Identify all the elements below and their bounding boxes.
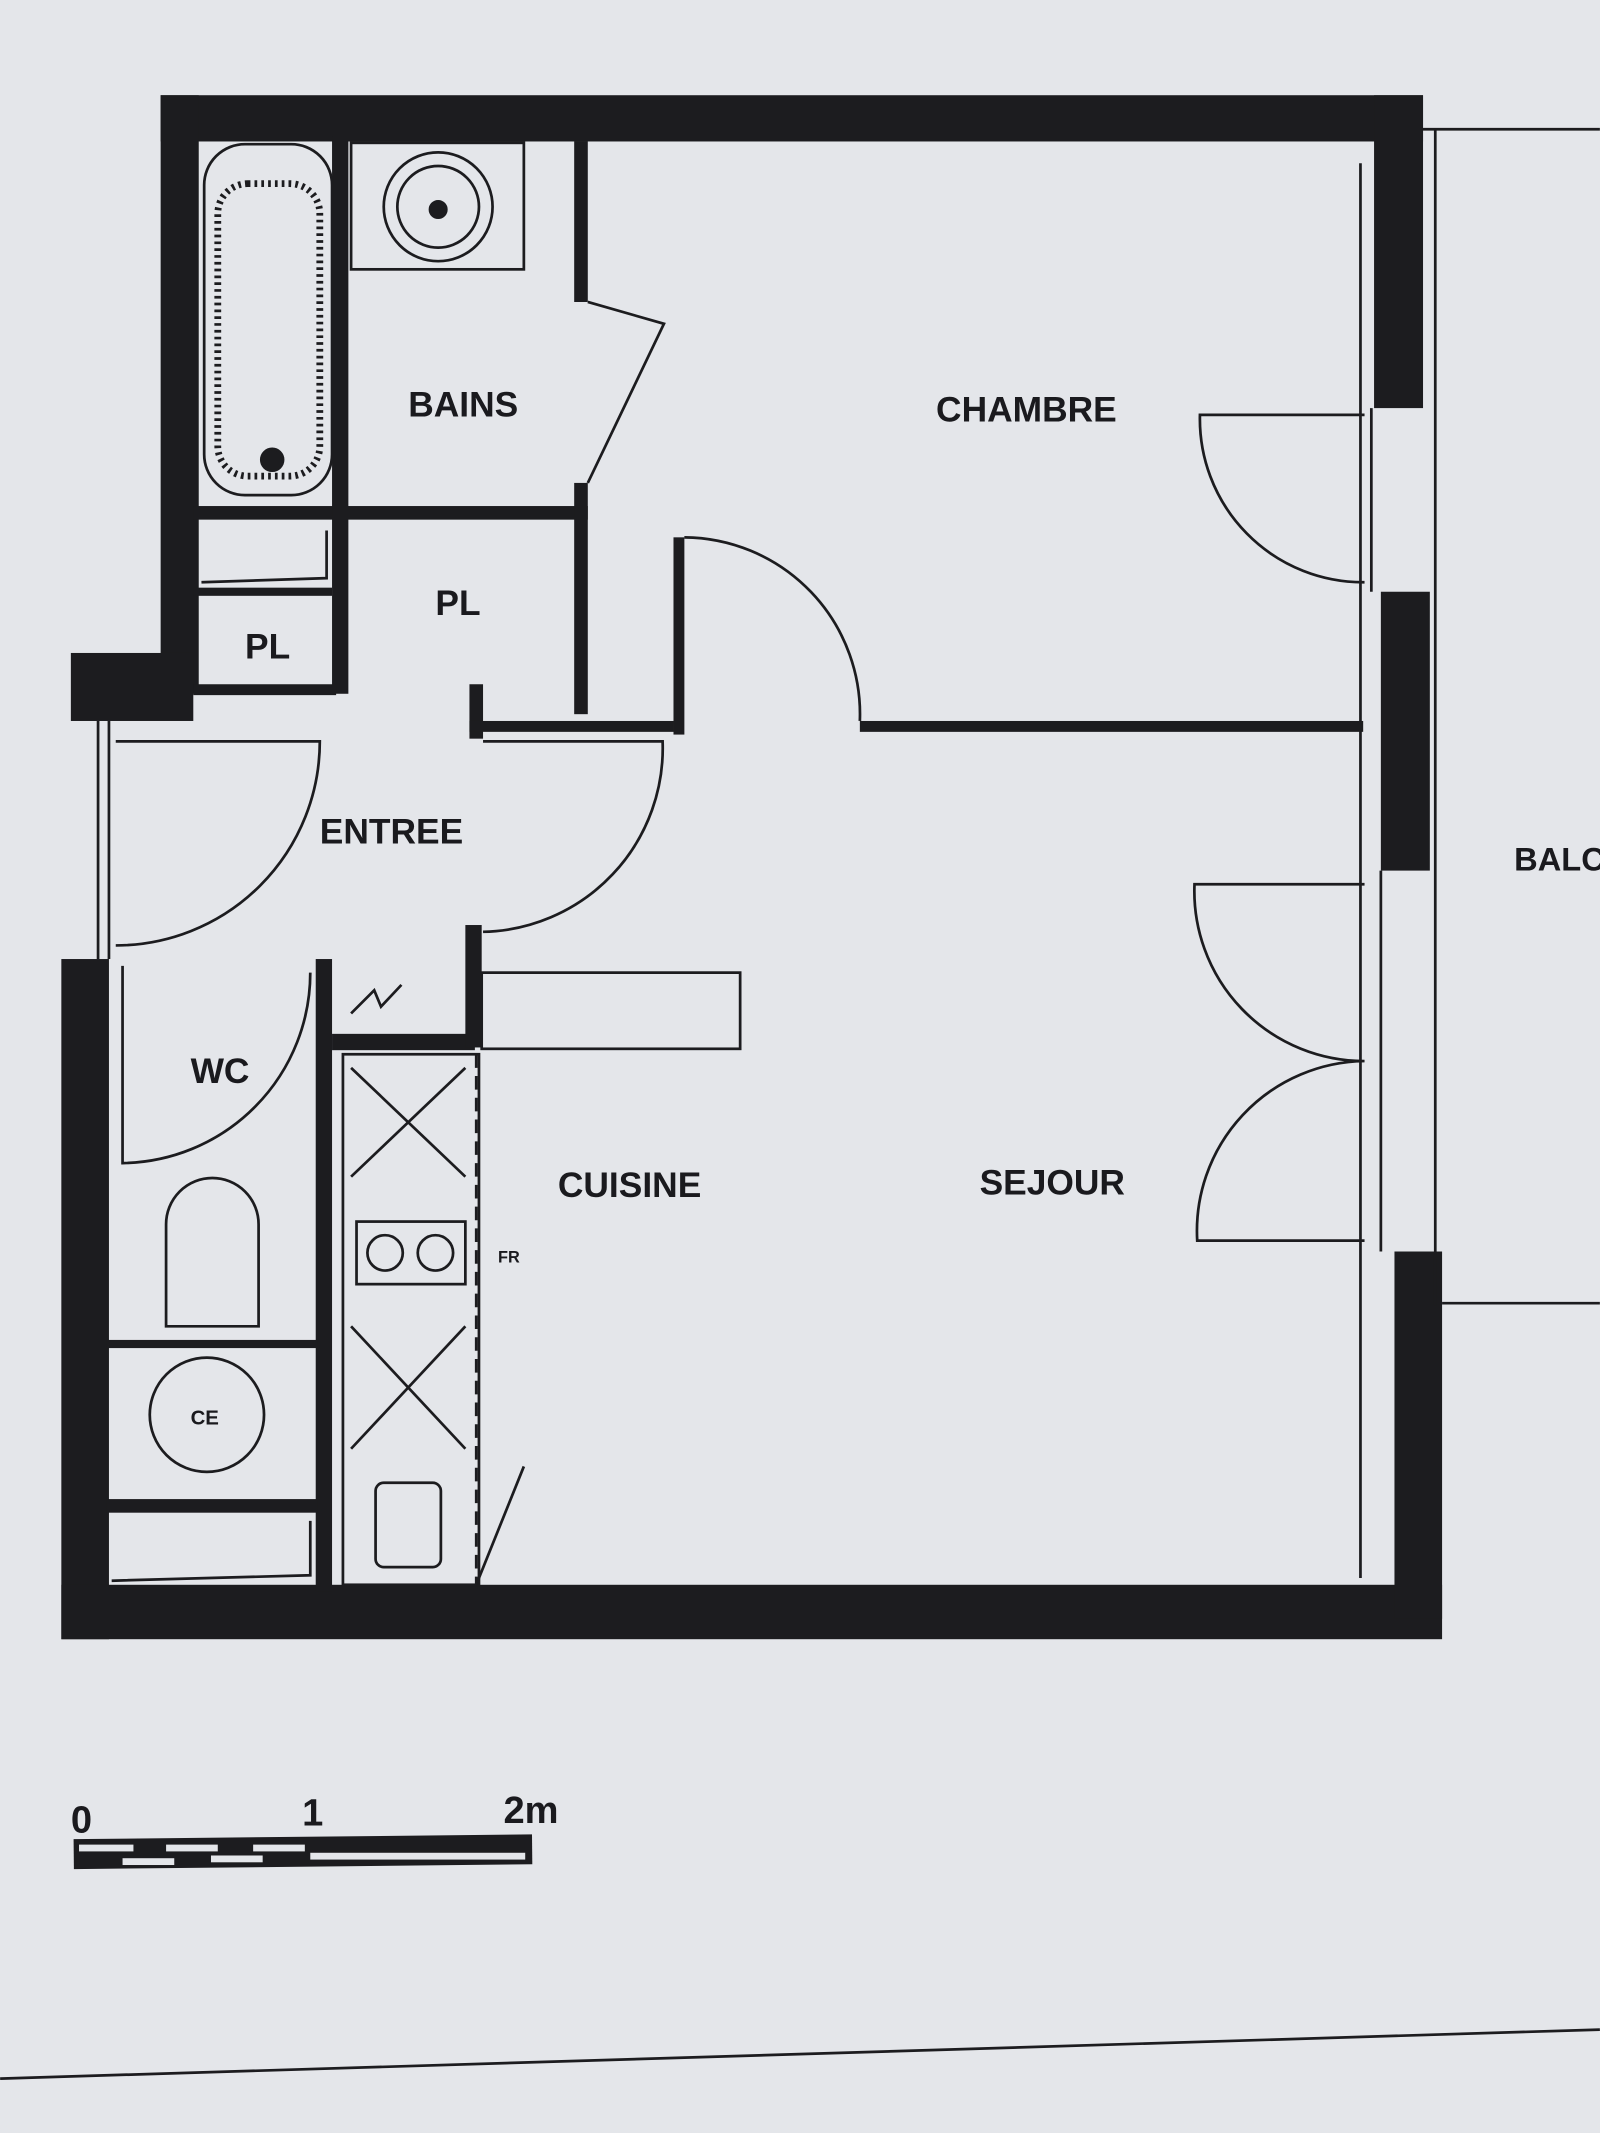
thin-lines xyxy=(96,127,1600,1587)
room-label-balcon: BALC xyxy=(1514,841,1600,878)
room-label-pl-upper: PL xyxy=(435,584,480,623)
room-label-chambre: CHAMBRE xyxy=(936,391,1117,430)
scale-bar: 0 1 2m xyxy=(71,1790,558,1870)
room-label-bains: BAINS xyxy=(408,385,518,424)
room-label-cuisine: CUISINE xyxy=(558,1166,701,1205)
room-label-wc: WC xyxy=(191,1052,250,1091)
scale-tick-1: 1 xyxy=(302,1793,323,1835)
scale-tick-2m: 2m xyxy=(503,1790,558,1832)
room-labels: BAINS CHAMBRE PL PL ENTREE WC CUISINE SE… xyxy=(191,385,1600,1429)
label-ce: CE xyxy=(191,1407,219,1429)
scale-tick-0: 0 xyxy=(71,1799,92,1841)
page-edge xyxy=(0,2028,1600,2080)
room-label-entree: ENTREE xyxy=(320,812,463,851)
walls xyxy=(61,95,1443,1640)
room-label-sejour: SEJOUR xyxy=(980,1163,1125,1202)
room-label-pl-lower: PL xyxy=(245,627,290,666)
label-fr: FR xyxy=(498,1248,520,1266)
